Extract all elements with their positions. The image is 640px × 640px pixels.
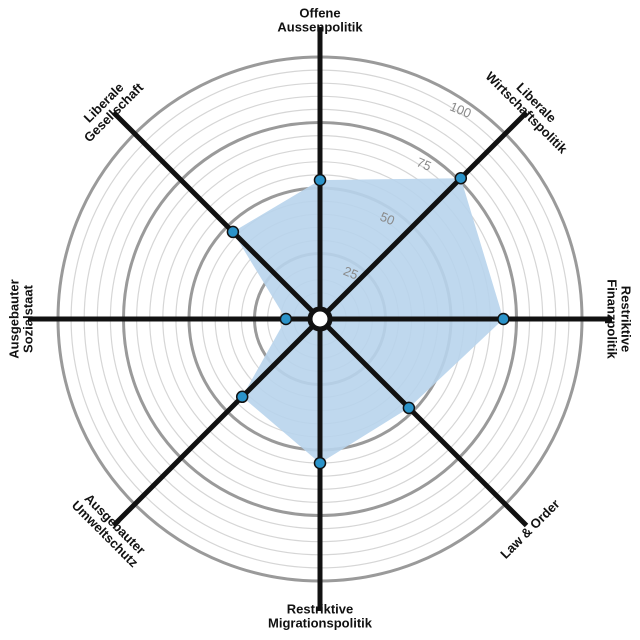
axis-label-line: Restriktive [619,286,634,352]
tick-label: 75 [414,154,433,173]
data-point [402,401,416,415]
data-point [235,390,249,404]
axis-label-line: Ausgebauter [6,279,21,358]
data-point [279,312,293,326]
data-point [313,456,327,470]
axis-label-line: Offene [299,5,340,20]
axis-label-line: Aussenpolitik [277,19,363,34]
axis-label-line: Restriktive [287,601,353,616]
axis-label-line: Finanzpolitik [605,279,620,359]
data-point [226,225,240,239]
data-points [226,171,510,470]
data-point [497,312,510,326]
tick-labels: 25 50 75 100 [341,99,473,283]
tick-label: 25 [341,263,360,282]
data-point [454,171,468,185]
axis-label-line: Migrationspolitik [268,615,373,630]
tick-label: 50 [378,209,397,228]
data-point [313,173,327,187]
tick-label: 100 [448,99,474,121]
center-hub [307,306,333,332]
axis-label-line: Sozialstaat [20,284,35,353]
